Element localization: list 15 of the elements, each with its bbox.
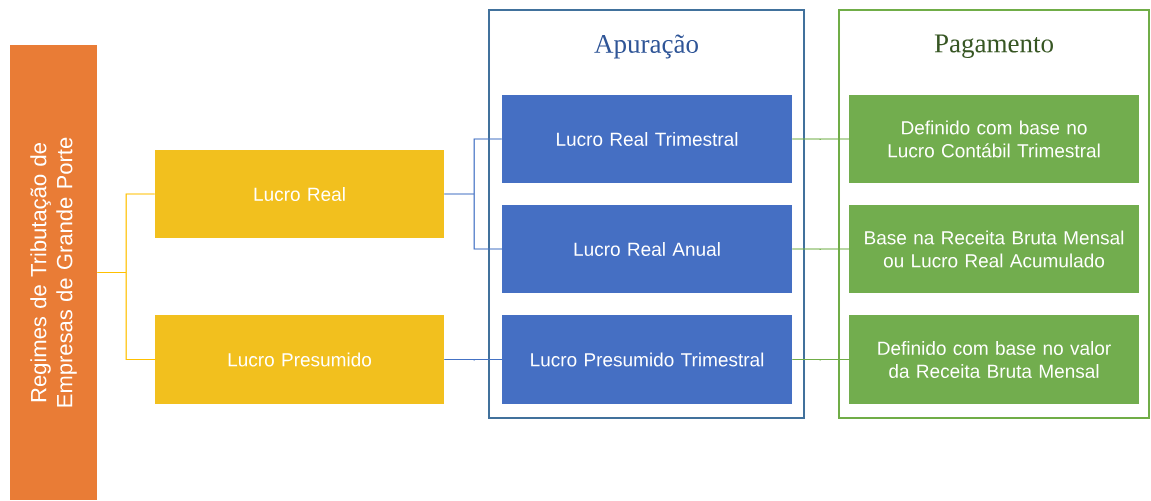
connector <box>791 138 851 141</box>
connector <box>443 138 504 250</box>
payment-box: Base na Receita Bruta Mensal ou Lucro Real Acumulado <box>849 205 1139 293</box>
regime-box: Lucro Real <box>155 150 444 238</box>
process-box: Lucro Real Trimestral <box>502 95 792 183</box>
payment-box: Definido com base no valor da Receita Bruta Mensal <box>849 315 1139 404</box>
regime-box: Lucro Presumido <box>155 315 444 404</box>
connector <box>791 248 851 251</box>
connector <box>791 358 851 362</box>
process-box: Lucro Real Anual <box>502 205 792 293</box>
payment-box: Definido com base no Lucro Contábil Trimestral <box>849 95 1139 183</box>
process-box: Lucro Presumido Trimestral <box>502 315 792 404</box>
connector <box>443 358 504 362</box>
title-bar: Regimes de Tributação de Empresas de Grande Porte <box>10 45 97 500</box>
connector <box>96 193 157 361</box>
